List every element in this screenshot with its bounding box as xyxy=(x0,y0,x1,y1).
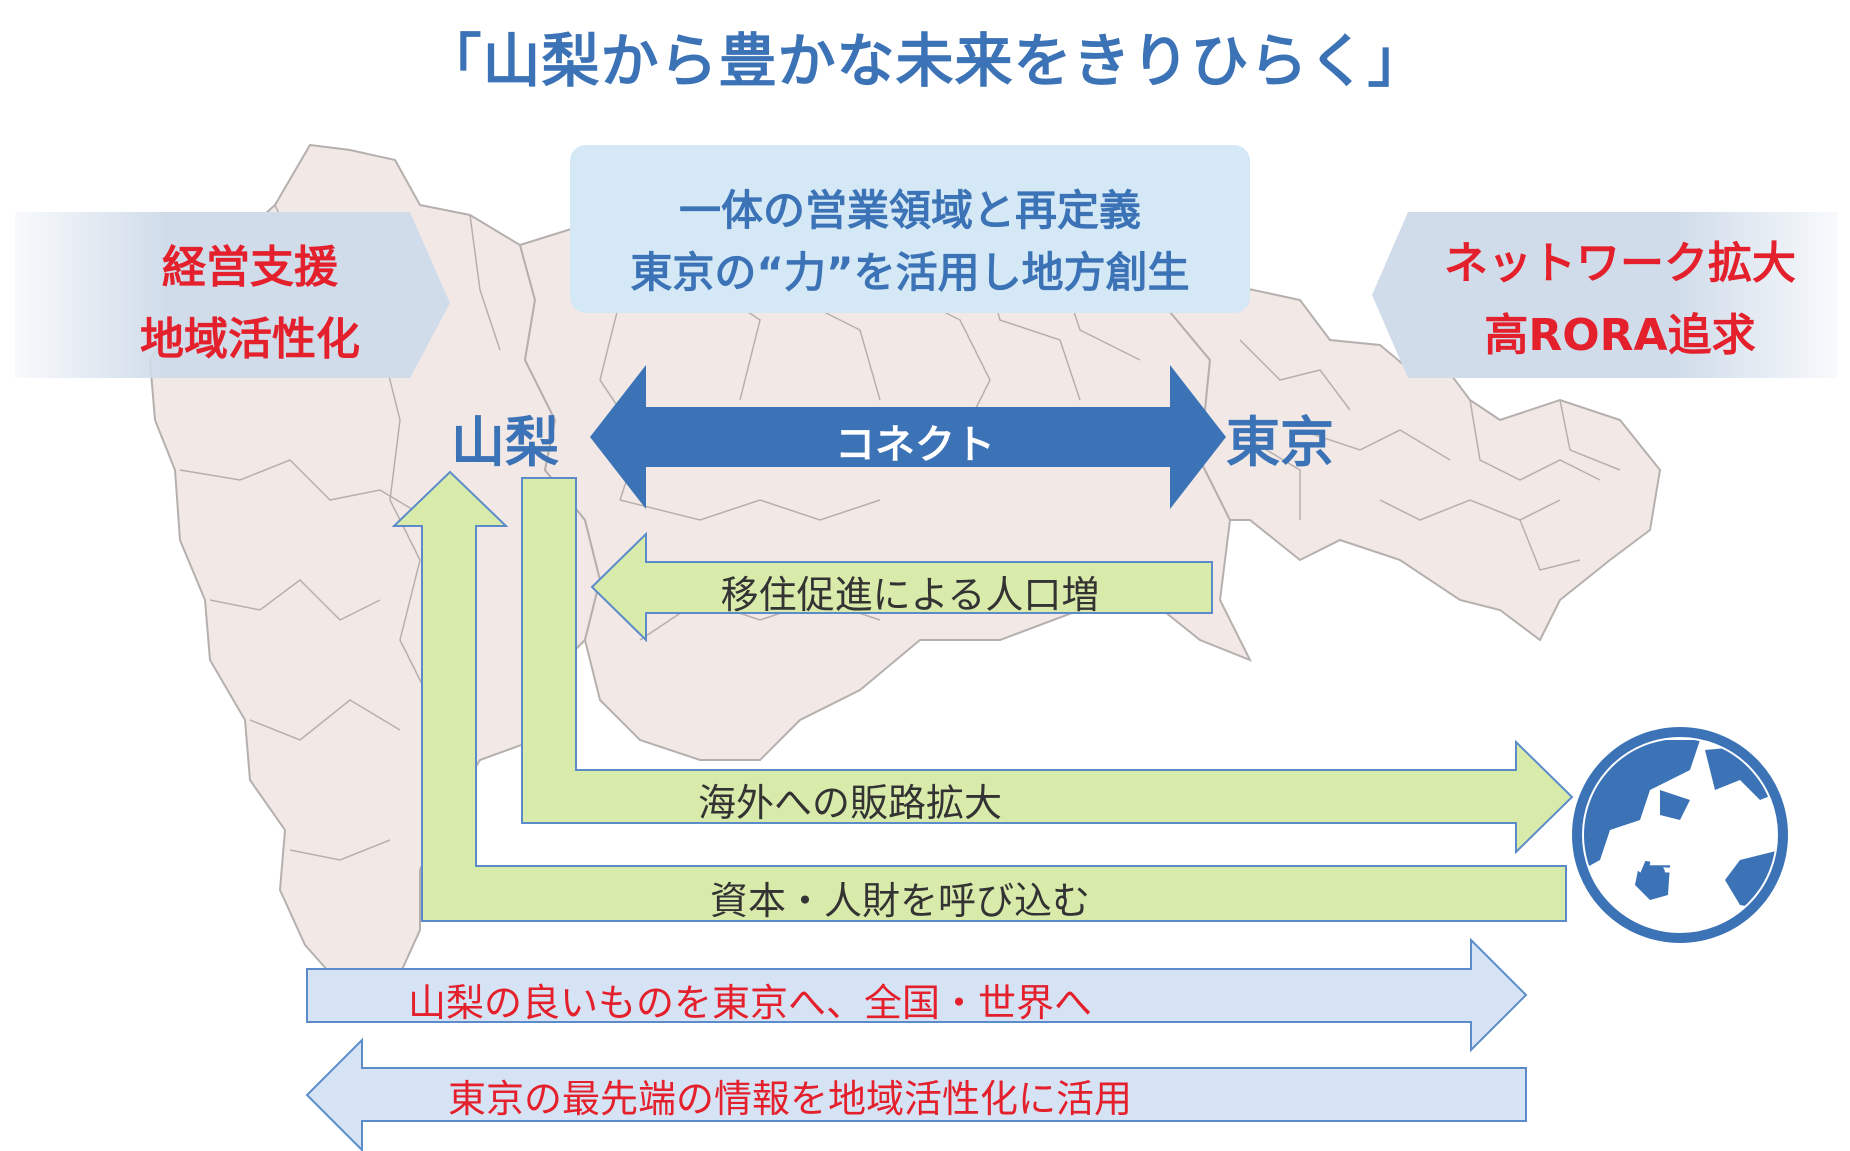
globe-icon xyxy=(1572,727,1788,943)
to-tokyo-label: 山梨の良いものを東京へ、全国・世界へ xyxy=(407,981,1092,1025)
left-side-panel xyxy=(15,212,450,378)
connect-double-arrow xyxy=(590,365,1226,509)
right-panel-text: ネットワーク拡大 高RORA追求 xyxy=(1400,228,1840,372)
page-title: 「山梨から豊かな未来をきりひらく」 xyxy=(423,27,1427,95)
top-info-box xyxy=(570,145,1250,313)
overseas-sales-arrow xyxy=(521,477,1574,855)
invite-arrow xyxy=(391,470,1567,922)
migration-label: 移住促進による人口増 xyxy=(720,573,1100,617)
overseas-label: 海外 xyxy=(1632,821,1737,881)
connect-label: コネクト xyxy=(835,422,995,468)
right-panel-line2: 高RORA追求 xyxy=(1484,310,1756,361)
top-box-text: 一体の営業領域と再定義 東京の“力”を活用し地方創生 xyxy=(570,180,1250,304)
tokyo-map-region xyxy=(1158,283,1662,642)
invite-label: 資本・人財を呼び込む xyxy=(709,879,1090,923)
left-panel-line2: 地域活性化 xyxy=(140,314,360,365)
to-region-arrow xyxy=(305,1037,1527,1151)
left-panel-line1: 経営支援 xyxy=(162,242,338,293)
overseas-sales-label: 海外への販路拡大 xyxy=(697,781,1002,825)
to-tokyo-arrow xyxy=(306,937,1528,1053)
top-box-line1: 一体の営業領域と再定義 xyxy=(678,186,1141,235)
to-region-label: 東京の最先端の情報を地域活性化に活用 xyxy=(447,1077,1132,1121)
yamanashi-label: 山梨 xyxy=(451,411,559,474)
top-box-line2: 東京の“力”を活用し地方創生 xyxy=(630,248,1190,297)
left-panel-text: 経営支援 地域活性化 xyxy=(10,232,490,376)
right-side-panel xyxy=(1372,212,1838,378)
migration-arrow xyxy=(590,531,1213,643)
right-panel-line1: ネットワーク拡大 xyxy=(1444,238,1796,289)
tokyo-label: 東京 xyxy=(1226,411,1334,474)
